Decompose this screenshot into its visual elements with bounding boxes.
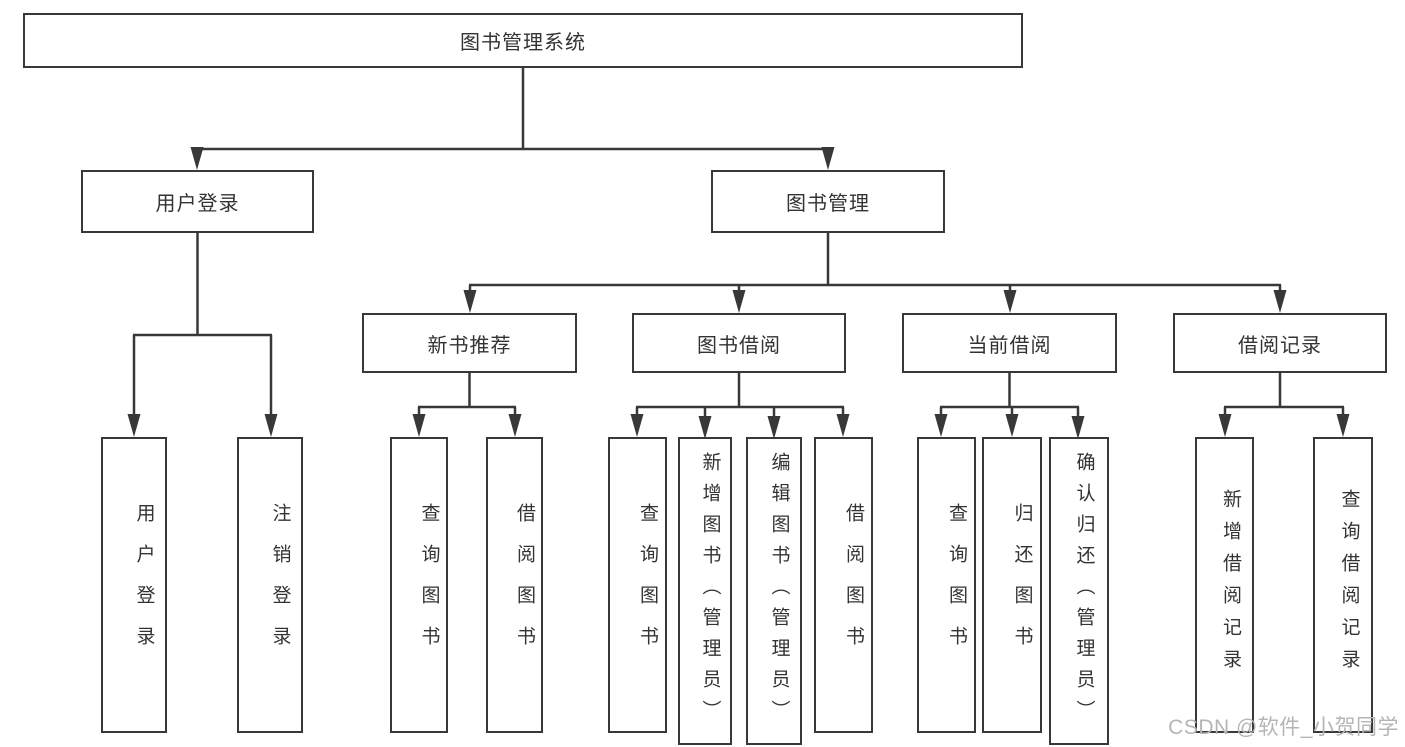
leaf-label: 查询借阅记录 (1338, 489, 1360, 681)
leaf-label: 注销登录 (269, 503, 291, 667)
node-library-management-system: 图书管理系统 (23, 13, 1023, 68)
node-new-book-recommendation: 新书推荐 (362, 313, 577, 373)
leaf-label: 查询图书 (637, 503, 658, 667)
leaf-label: 编辑图书（管理员） (768, 451, 790, 731)
leaf-query-borrow-record: 查询借阅记录 (1313, 437, 1373, 733)
leaf-label: 新增图书（管理员） (699, 451, 721, 731)
leaf-label: 借阅图书 (843, 503, 864, 667)
node-book-management: 图书管理 (711, 170, 945, 233)
node-borrowing-records: 借阅记录 (1173, 313, 1387, 373)
leaf-add-borrow-record: 新增借阅记录 (1195, 437, 1254, 733)
node-label: 图书借阅 (697, 334, 781, 357)
node-current-borrowing: 当前借阅 (902, 313, 1117, 373)
leaf-label: 归还图书 (1011, 503, 1033, 667)
leaf-logout: 注销登录 (237, 437, 303, 733)
leaf-user-login: 用户登录 (101, 437, 167, 733)
node-user-login: 用户登录 (81, 170, 314, 233)
leaf-label: 查询图书 (418, 503, 440, 667)
leaf-edit-books-admin: 编辑图书（管理员） (746, 437, 802, 745)
leaf-label: 确认归还（管理员） (1073, 451, 1095, 731)
leaf-label: 借阅图书 (514, 503, 535, 667)
node-label: 图书管理系统 (460, 32, 586, 54)
leaf-label: 用户登录 (133, 503, 155, 667)
leaf-label: 查询图书 (946, 503, 967, 667)
node-label: 用户登录 (155, 193, 240, 215)
node-label: 图书管理 (786, 193, 870, 215)
node-label: 借阅记录 (1238, 334, 1322, 357)
leaf-confirm-return-admin: 确认归还（管理员） (1049, 437, 1109, 745)
node-book-borrowing: 图书借阅 (632, 313, 846, 373)
leaf-query-books-current: 查询图书 (917, 437, 976, 733)
node-label: 当前借阅 (967, 334, 1052, 357)
leaf-borrow-books-recommend: 借阅图书 (486, 437, 543, 733)
leaf-query-books-recommend: 查询图书 (390, 437, 448, 733)
node-label: 新书推荐 (427, 334, 512, 357)
leaf-borrow-books-borrowing: 借阅图书 (814, 437, 873, 733)
leaf-label: 新增借阅记录 (1220, 489, 1241, 681)
leaf-return-books: 归还图书 (982, 437, 1042, 733)
leaf-query-books-borrowing: 查询图书 (608, 437, 667, 733)
leaf-add-books-admin: 新增图书（管理员） (678, 437, 732, 745)
csdn-watermark: CSDN @软件_小贺同学 (1168, 716, 1399, 739)
